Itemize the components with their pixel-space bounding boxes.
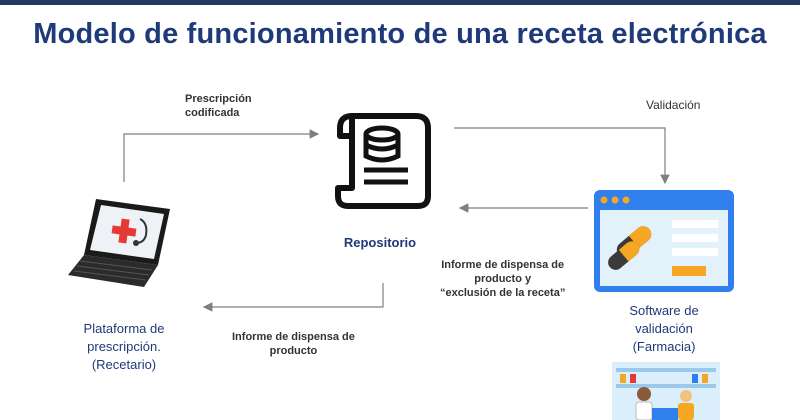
laptop-medical-icon xyxy=(68,199,170,287)
browser-pills-icon xyxy=(594,190,734,292)
node-label-platform: Plataforma de prescripción. (Recetario) xyxy=(83,321,165,372)
flow-label-dispense: Informe de dispensa de producto xyxy=(232,331,355,357)
flow-label-dispense-exclusion: Informe de dispensa de producto y “exclu… xyxy=(440,259,566,299)
arrow-repository-to-platform xyxy=(202,283,384,312)
node-label-software: Software de validación (Farmacia) xyxy=(629,303,699,354)
top-accent-bar xyxy=(0,0,800,5)
arrow-platform-to-repository xyxy=(123,129,320,182)
flow-label-prescription: Prescripción codificada xyxy=(185,93,252,119)
document-database-icon xyxy=(335,113,431,209)
node-label-repository: Repositorio xyxy=(343,235,417,250)
flow-label-validation: Validación xyxy=(646,98,701,112)
arrow-repository-to-software xyxy=(454,127,670,185)
page-title: Modelo de funcionamiento de una receta e… xyxy=(33,18,767,50)
pharmacy-illustration xyxy=(612,362,720,420)
